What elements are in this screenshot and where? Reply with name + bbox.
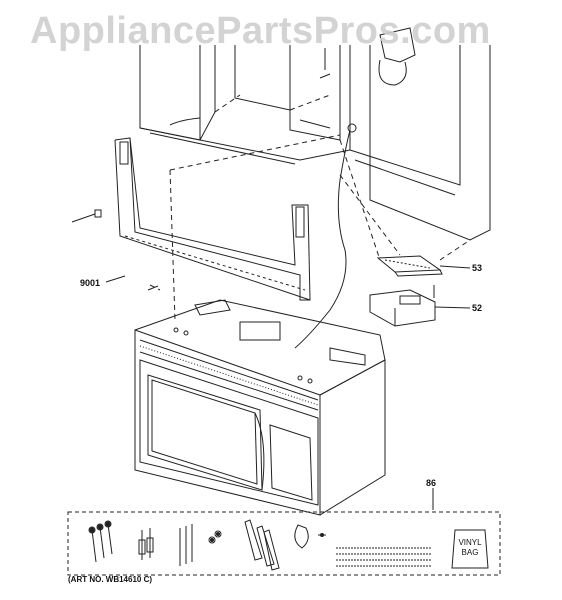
art-number: (ART NO. WB14610 C) bbox=[68, 575, 153, 584]
callout-53: 53 bbox=[472, 263, 483, 273]
vinyl-bag-label-line1: VINYL bbox=[458, 538, 482, 547]
hardware-kit-contents bbox=[88, 519, 489, 571]
callout-52: 52 bbox=[472, 303, 483, 313]
exhaust-adapter bbox=[378, 27, 416, 86]
power-cord bbox=[294, 129, 351, 349]
microwave-oven bbox=[134, 299, 386, 516]
callout-86: 86 bbox=[426, 478, 437, 488]
damper-cover bbox=[376, 255, 443, 277]
wall-mounting-plate bbox=[114, 137, 311, 301]
callout-leaders bbox=[105, 265, 471, 510]
watermark-text: AppliancePartsPros.com bbox=[30, 10, 491, 52]
alignment-guides bbox=[149, 94, 471, 321]
hardware-kit-box bbox=[67, 511, 501, 576]
upper-cabinet bbox=[139, 45, 491, 241]
screws bbox=[71, 48, 331, 291]
damper bbox=[369, 285, 436, 327]
screw-heads bbox=[89, 521, 324, 542]
callout-9001: 9001 bbox=[80, 278, 101, 288]
vinyl-bag-label-line2: BAG bbox=[462, 548, 479, 557]
